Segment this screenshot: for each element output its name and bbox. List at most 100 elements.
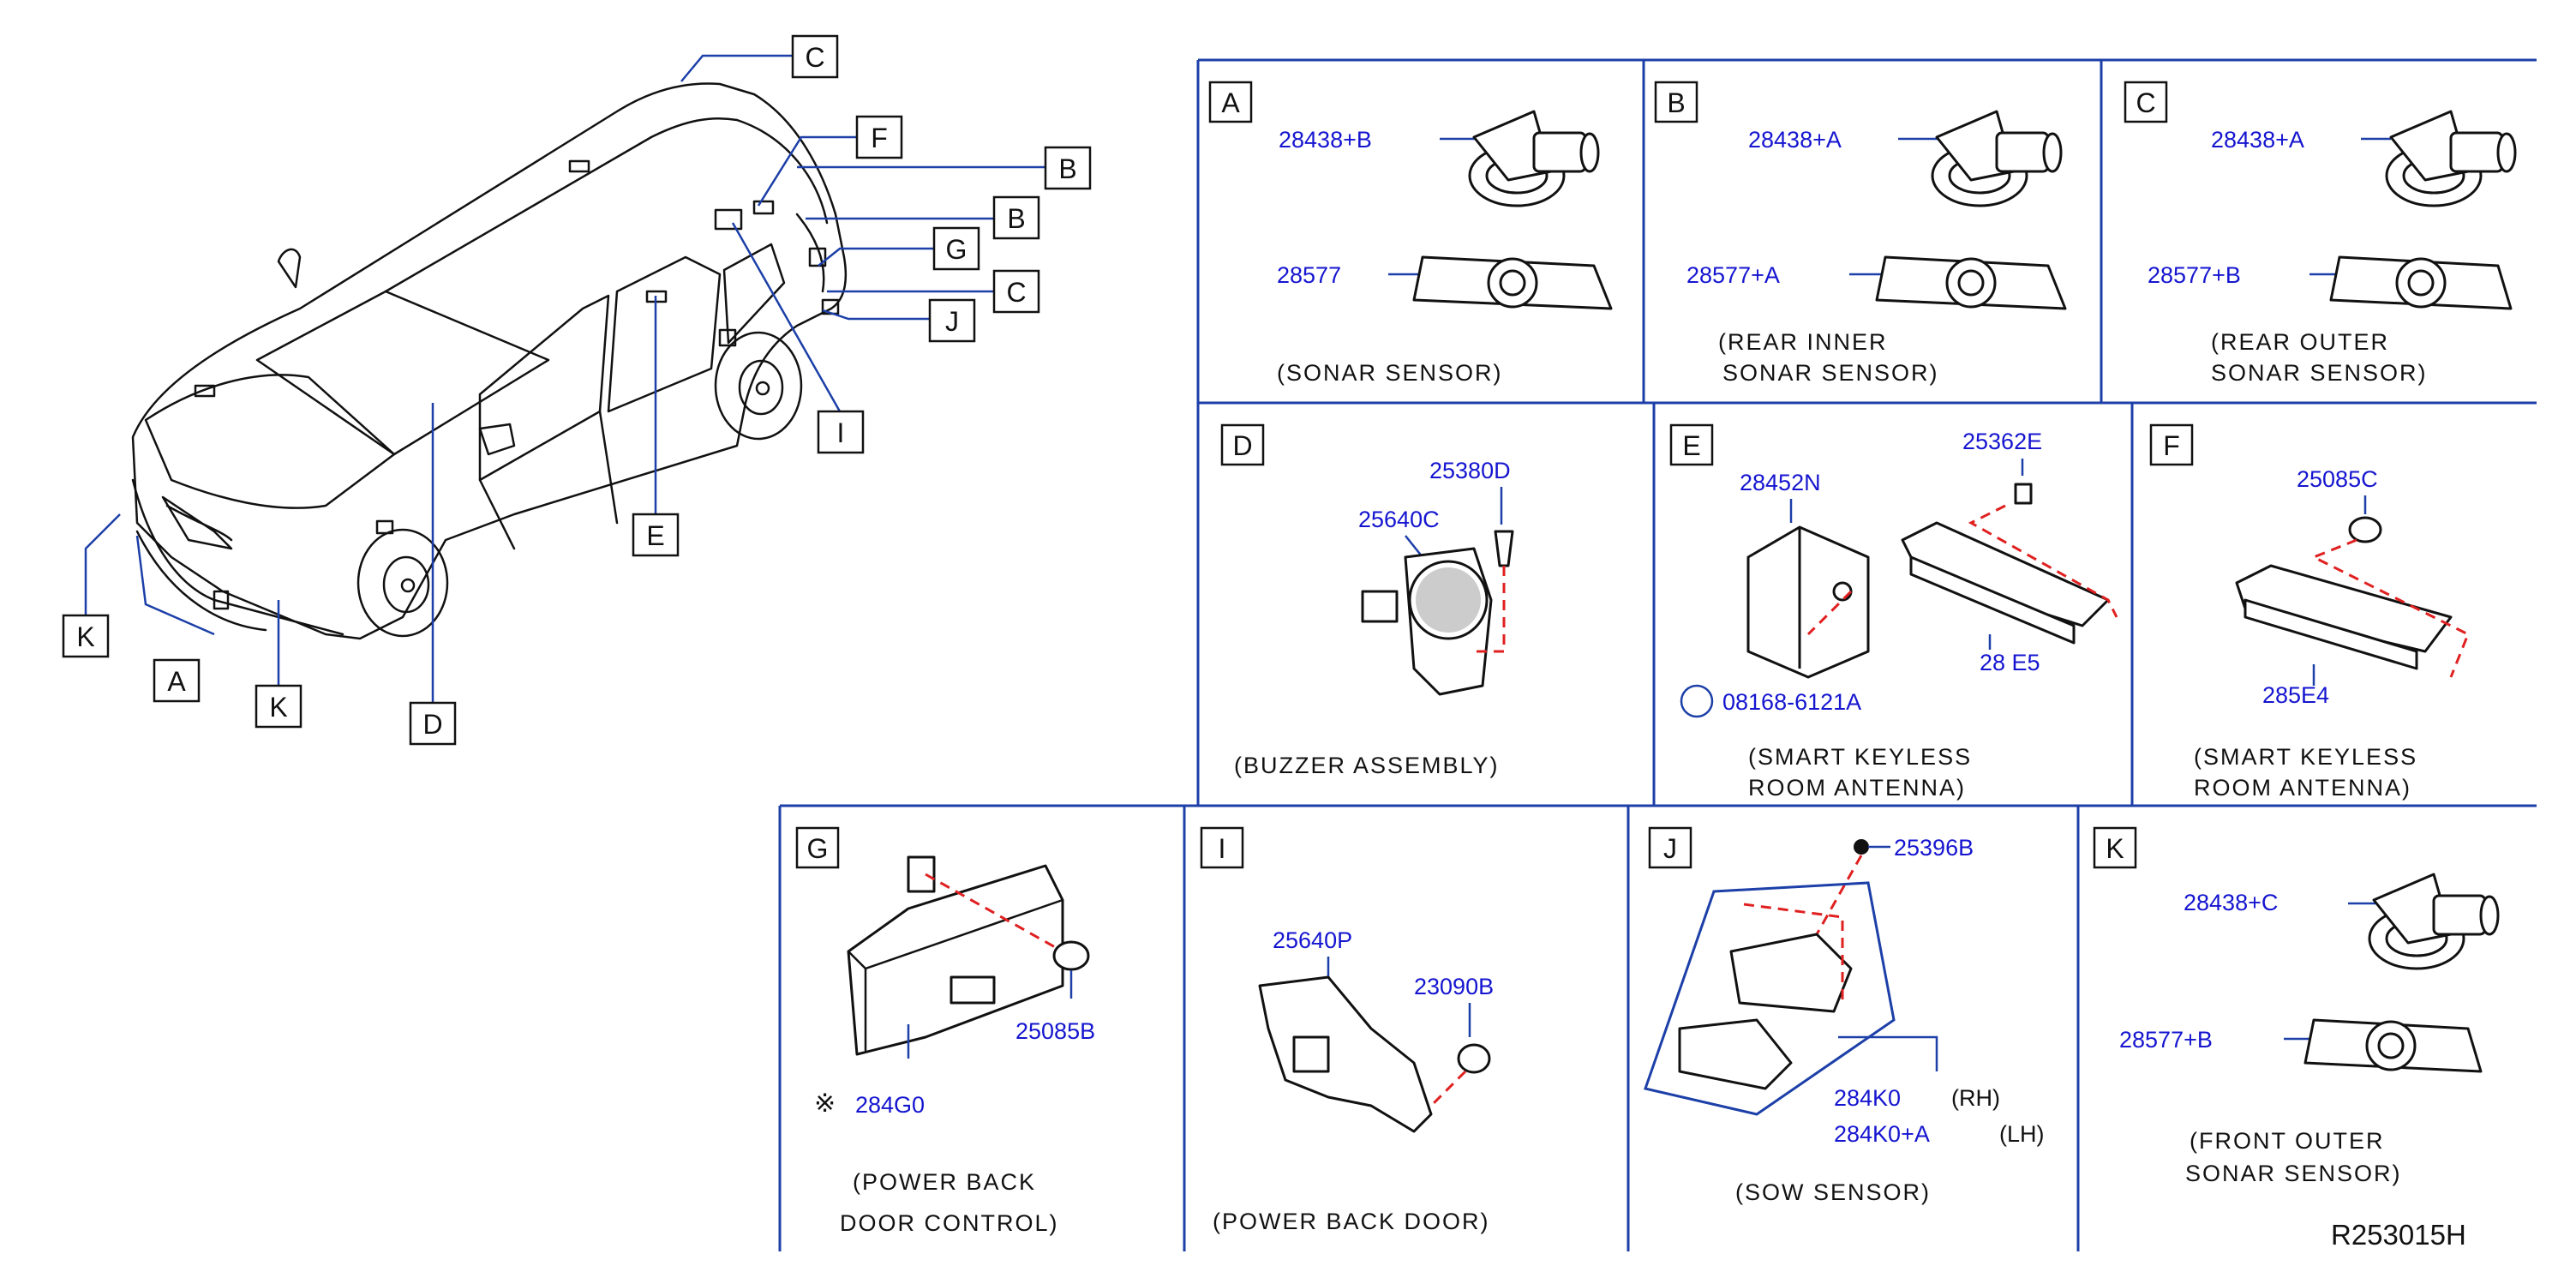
svg-text:(BUZZER ASSEMBLY): (BUZZER ASSEMBLY) bbox=[1234, 753, 1500, 778]
svg-text:D: D bbox=[1232, 430, 1252, 461]
svg-text:ROOM ANTENNA): ROOM ANTENNA) bbox=[2194, 775, 2411, 801]
diagram-code: R253015H bbox=[2331, 1219, 2466, 1251]
panel-b: B 28438+A 28577+A (REAR INNER SONAR SENS… bbox=[1654, 81, 2067, 386]
svg-text:D: D bbox=[422, 709, 442, 740]
svg-text:SONAR SENSOR): SONAR SENSOR) bbox=[2185, 1161, 2402, 1186]
svg-text:J: J bbox=[1663, 833, 1677, 864]
sensor-holder-icon bbox=[2303, 1018, 2483, 1073]
svg-text:28438+C: 28438+C bbox=[2184, 890, 2278, 915]
svg-text:C: C bbox=[805, 42, 824, 73]
svg-text:C: C bbox=[1006, 277, 1026, 308]
svg-text:K: K bbox=[2106, 833, 2124, 864]
callout-g: G bbox=[932, 226, 980, 271]
svg-text:(SMART KEYLESS: (SMART KEYLESS bbox=[1748, 744, 1972, 770]
svg-text:B: B bbox=[1667, 87, 1685, 118]
sonar-sensor-icon bbox=[2368, 873, 2500, 970]
callout-c-top: C bbox=[791, 34, 839, 79]
panel-j: J 25396B 284K0 (RH) 284K0+A (LH) (SOW SE… bbox=[1644, 826, 2045, 1205]
svg-text:I: I bbox=[1219, 833, 1226, 864]
vehicle-callouts: C F B B G C J I E K A K D bbox=[62, 34, 1092, 746]
svg-text:(REAR INNER: (REAR INNER bbox=[1718, 329, 1888, 355]
svg-text:23090B: 23090B bbox=[1414, 974, 1494, 999]
svg-text:284K0+A: 284K0+A bbox=[1834, 1121, 1930, 1147]
sensor-holder-icon bbox=[1412, 255, 1613, 310]
callout-k-left: K bbox=[62, 614, 110, 658]
svg-text:K: K bbox=[269, 692, 287, 723]
bracket-icon bbox=[1258, 975, 1433, 1133]
svg-text:I: I bbox=[837, 417, 845, 448]
svg-text:25640P: 25640P bbox=[1273, 927, 1352, 953]
callout-d: D bbox=[409, 701, 457, 746]
callout-k-bottom: K bbox=[255, 684, 303, 729]
svg-text:25362E: 25362E bbox=[1962, 429, 2042, 454]
vehicle-leader-lines bbox=[84, 54, 1045, 720]
svg-text:28577+B: 28577+B bbox=[2148, 262, 2241, 288]
svg-text:(LH): (LH) bbox=[1999, 1121, 2045, 1147]
sonar-sensor-icon bbox=[1931, 110, 2063, 207]
svg-text:25396B: 25396B bbox=[1894, 835, 1974, 861]
svg-text:(REAR OUTER: (REAR OUTER bbox=[2211, 329, 2389, 355]
callout-f: F bbox=[855, 115, 903, 159]
callout-b-lower: B bbox=[992, 195, 1040, 240]
panel-f: F 25085C 285E4 (SMART KEYLESS ROOM ANTEN… bbox=[2149, 423, 2470, 801]
callout-a: A bbox=[153, 658, 201, 703]
antenna-bracket-icon bbox=[2235, 516, 2453, 670]
svg-text:(SMART KEYLESS: (SMART KEYLESS bbox=[2194, 744, 2417, 770]
svg-text:(RH): (RH) bbox=[1951, 1085, 2000, 1111]
panel-d: D 25380D 25640C (BUZZER ASSEMBLY) bbox=[1220, 423, 1514, 778]
panel-a: A 28438+B 28577 (SONAR SENSOR) bbox=[1208, 81, 1613, 386]
control-module-icon bbox=[847, 855, 1064, 1056]
svg-text:284G0: 284G0 bbox=[855, 1092, 925, 1118]
svg-text:ROOM ANTENNA): ROOM ANTENNA) bbox=[1748, 775, 1966, 801]
svg-text:28 E5: 28 E5 bbox=[1980, 650, 2040, 675]
svg-text:DOOR CONTROL): DOOR CONTROL) bbox=[840, 1210, 1059, 1236]
svg-text:25085B: 25085B bbox=[1015, 1018, 1095, 1044]
svg-text:08168-6121A: 08168-6121A bbox=[1722, 689, 1861, 715]
svg-text:28438+A: 28438+A bbox=[1748, 127, 1842, 153]
svg-text:28577+A: 28577+A bbox=[1686, 262, 1780, 288]
svg-text:25380D: 25380D bbox=[1429, 458, 1511, 483]
svg-text:B: B bbox=[1007, 203, 1025, 234]
buzzer-icon bbox=[1361, 530, 1514, 696]
svg-text:SONAR SENSOR): SONAR SENSOR) bbox=[1722, 360, 1939, 386]
panel-c: C 28438+A 28577+B (REAR OUTER SONAR SENS… bbox=[2124, 81, 2517, 386]
svg-text:A: A bbox=[1221, 87, 1240, 118]
svg-text:F: F bbox=[2163, 430, 2180, 461]
svg-text:285E4: 285E4 bbox=[2262, 682, 2329, 708]
antenna-bracket-icon bbox=[1746, 483, 2110, 679]
svg-text:(POWER BACK: (POWER BACK bbox=[853, 1169, 1036, 1195]
sonar-sensor-icon bbox=[1468, 110, 1600, 207]
svg-text:F: F bbox=[871, 123, 888, 153]
svg-text:(SOW SENSOR): (SOW SENSOR) bbox=[1735, 1179, 1931, 1205]
panel-k: K 28438+C 28577+B (FRONT OUTER SONAR SEN… bbox=[2093, 826, 2500, 1186]
svg-text:E: E bbox=[1682, 430, 1700, 461]
svg-text:G: G bbox=[946, 234, 967, 265]
svg-text:28452N: 28452N bbox=[1740, 470, 1821, 495]
panel-grid bbox=[778, 58, 2537, 1251]
sow-sensor-icon bbox=[1678, 933, 1853, 1090]
svg-text:28577+B: 28577+B bbox=[2119, 1027, 2213, 1053]
panel-g: G 25085B ※ 284G0 (POWER BACK DOOR CONTRO… bbox=[795, 826, 1095, 1236]
svg-text:25085C: 25085C bbox=[2297, 466, 2378, 492]
svg-text:※: ※ bbox=[814, 1089, 836, 1118]
svg-text:A: A bbox=[167, 666, 186, 697]
svg-text:28438+A: 28438+A bbox=[2211, 127, 2304, 153]
svg-text:28577: 28577 bbox=[1277, 262, 1341, 288]
callout-e: E bbox=[632, 513, 680, 557]
panel-e: E 25362E 28452N 28 E5 08168-6121A (SMART… bbox=[1669, 423, 2118, 801]
svg-text:284K0: 284K0 bbox=[1834, 1085, 1901, 1111]
svg-text:E: E bbox=[646, 520, 664, 551]
svg-text:B: B bbox=[1058, 153, 1076, 184]
svg-text:J: J bbox=[945, 306, 959, 337]
callout-c-right: C bbox=[992, 269, 1040, 314]
svg-text:25640C: 25640C bbox=[1358, 507, 1440, 532]
svg-text:K: K bbox=[76, 621, 94, 652]
svg-text:(FRONT OUTER: (FRONT OUTER bbox=[2190, 1128, 2385, 1154]
svg-text:(POWER BACK DOOR): (POWER BACK DOOR) bbox=[1213, 1209, 1490, 1234]
svg-text:G: G bbox=[807, 833, 829, 864]
sensor-holder-icon bbox=[2329, 255, 2513, 310]
callout-b-upper: B bbox=[1044, 146, 1092, 190]
callout-i: I bbox=[817, 410, 865, 454]
vehicle-illustration bbox=[131, 82, 848, 640]
